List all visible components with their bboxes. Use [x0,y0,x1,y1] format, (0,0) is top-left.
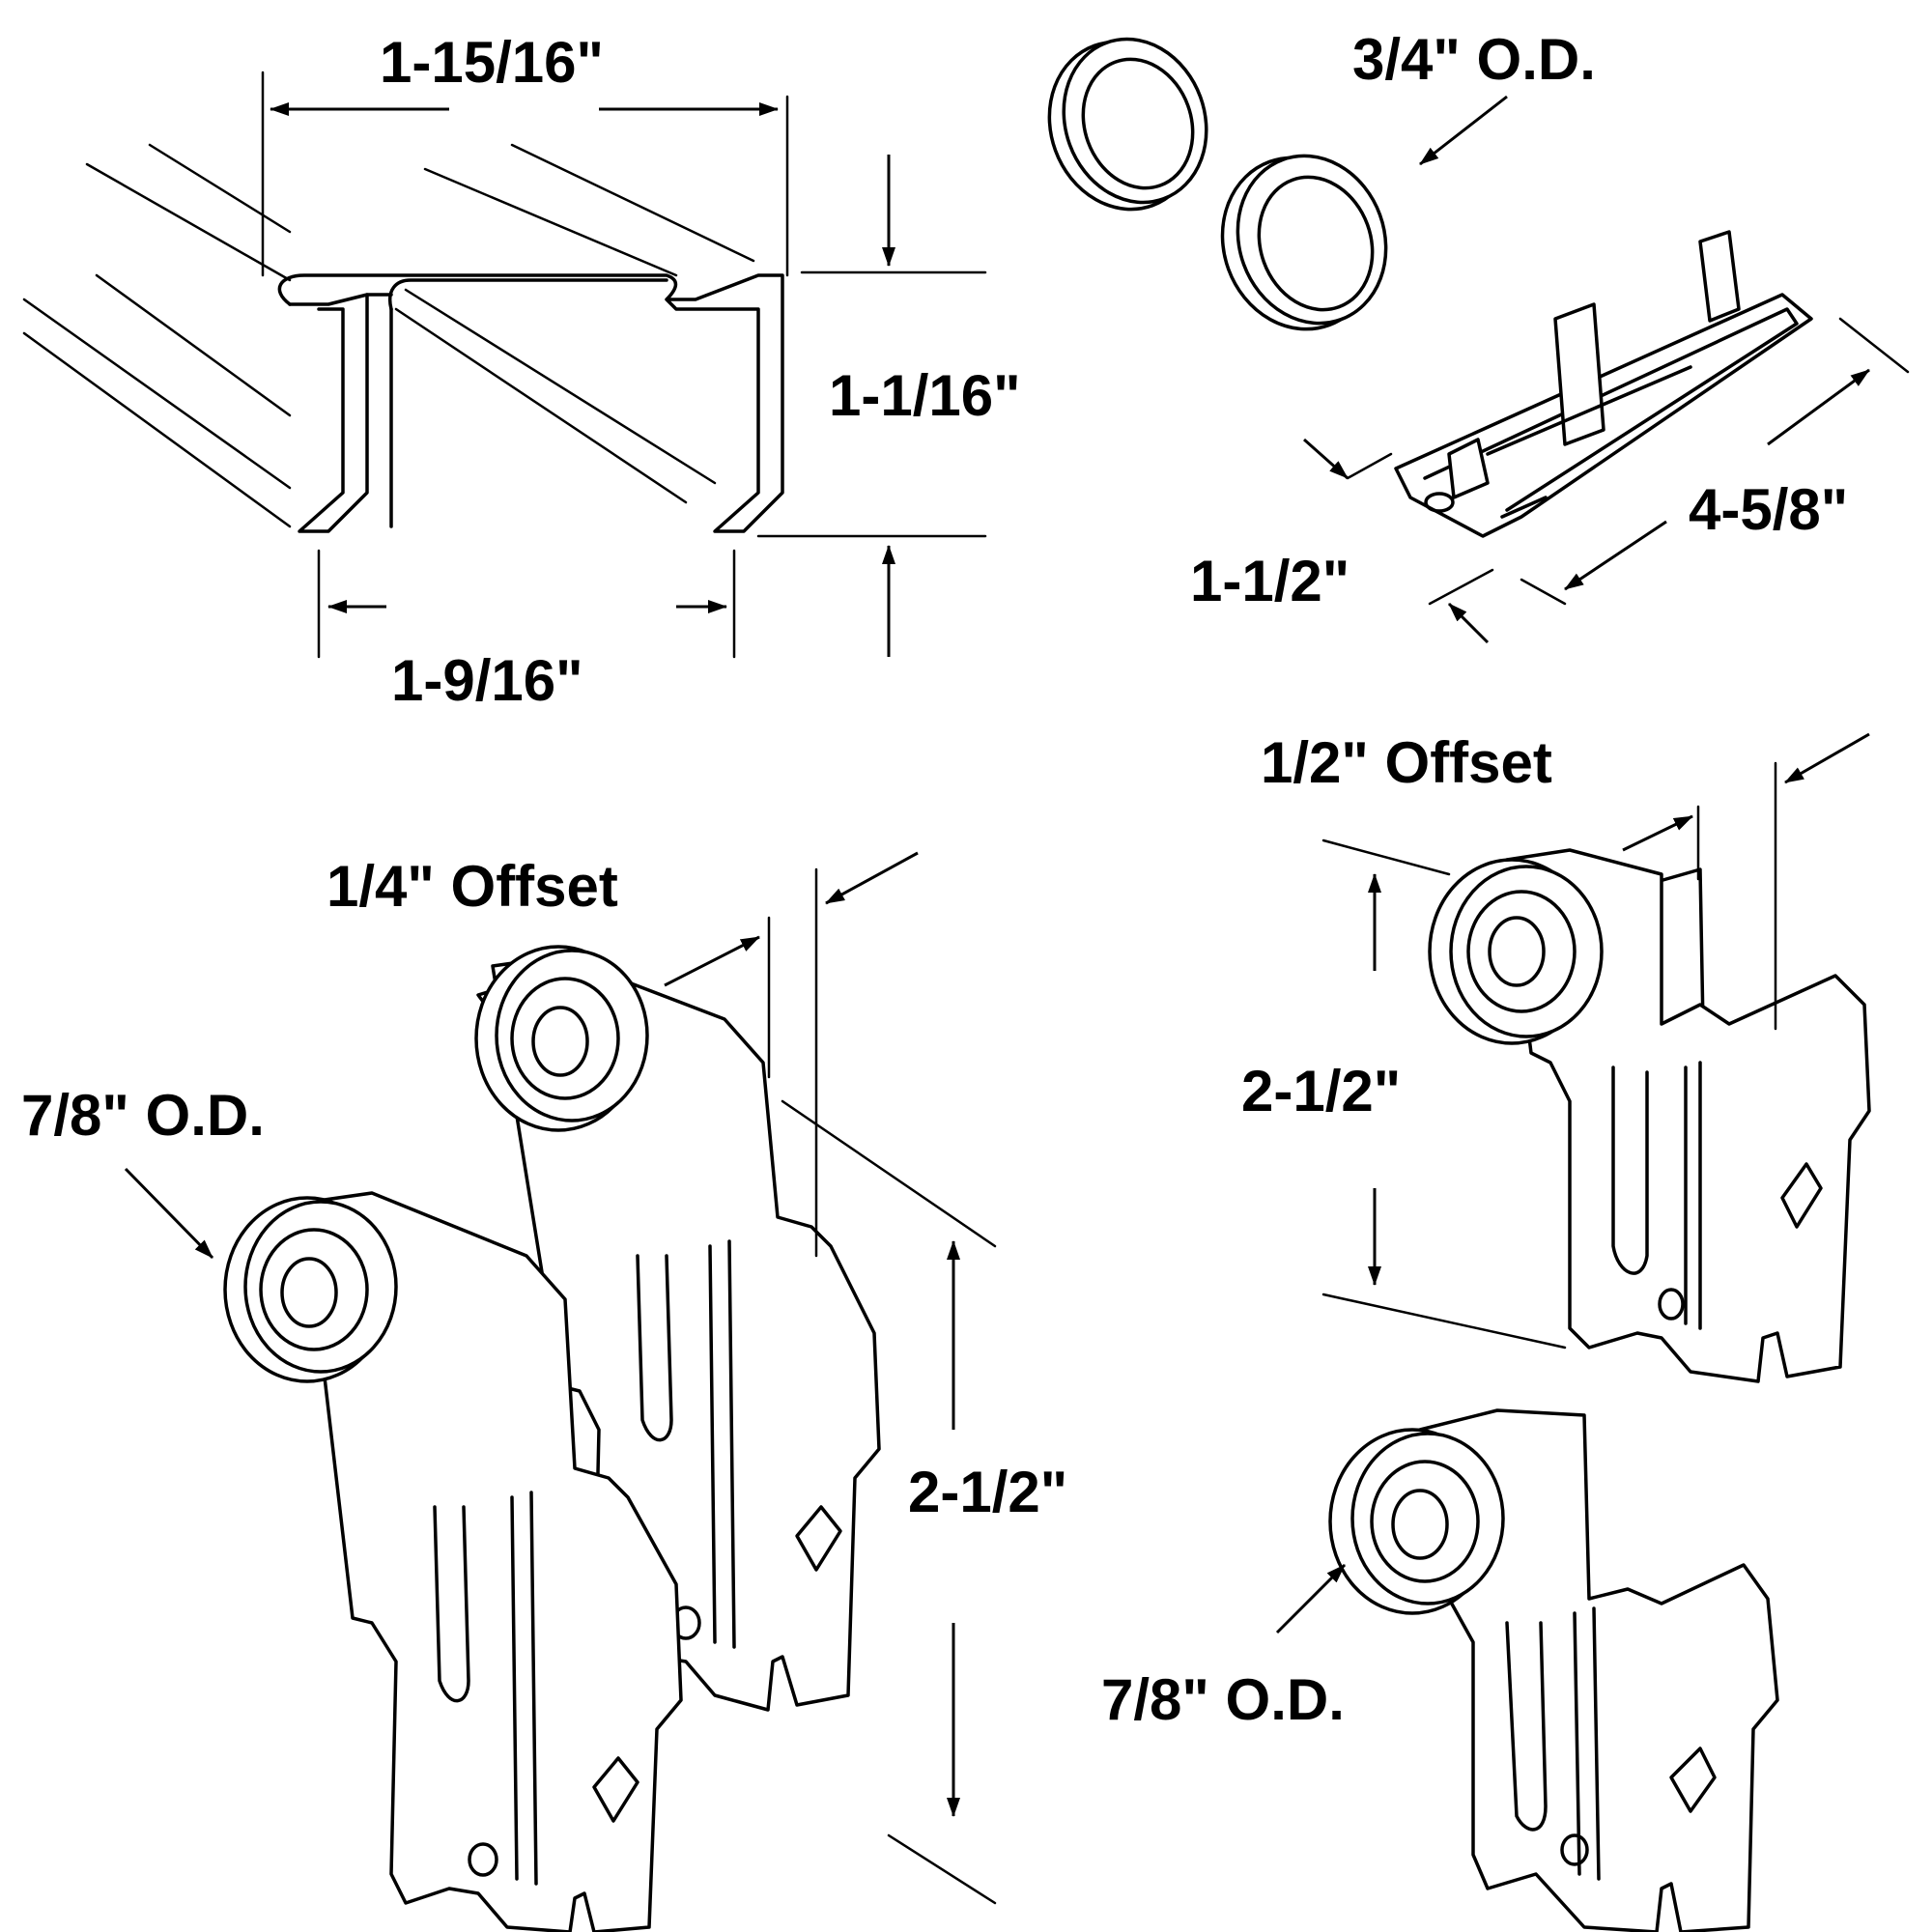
offset-quarter-label: 1/4" Offset [327,854,618,919]
guide-length-label: 4-5/8" [1689,477,1848,542]
track-height-label: 1-1/16" [829,363,1021,428]
roller-od-right-label: 7/8" O.D. [1101,1667,1345,1732]
double-track [22,71,987,659]
floor-guide [1303,230,1910,644]
track-outer-width-label: 1-15/16" [380,30,604,95]
hanger-bottom-left [124,1167,683,1932]
roller-od-left-label: 7/8" O.D. [21,1083,265,1148]
hanger-half-offset [1321,732,1871,1383]
hanger-bottom-right [1275,1408,1779,1932]
pull-od-label: 3/4" O.D. [1352,27,1596,92]
hanger-quarter-offset [474,851,997,1905]
guide-width-label: 1-1/2" [1190,549,1350,613]
height-left-label: 2-1/2" [908,1460,1067,1524]
offset-half-label: 1/2" Offset [1261,730,1552,795]
track-inner-width-label: 1-9/16" [391,648,583,713]
door-pulls [1047,37,1508,331]
height-right-label: 2-1/2" [1241,1059,1401,1123]
